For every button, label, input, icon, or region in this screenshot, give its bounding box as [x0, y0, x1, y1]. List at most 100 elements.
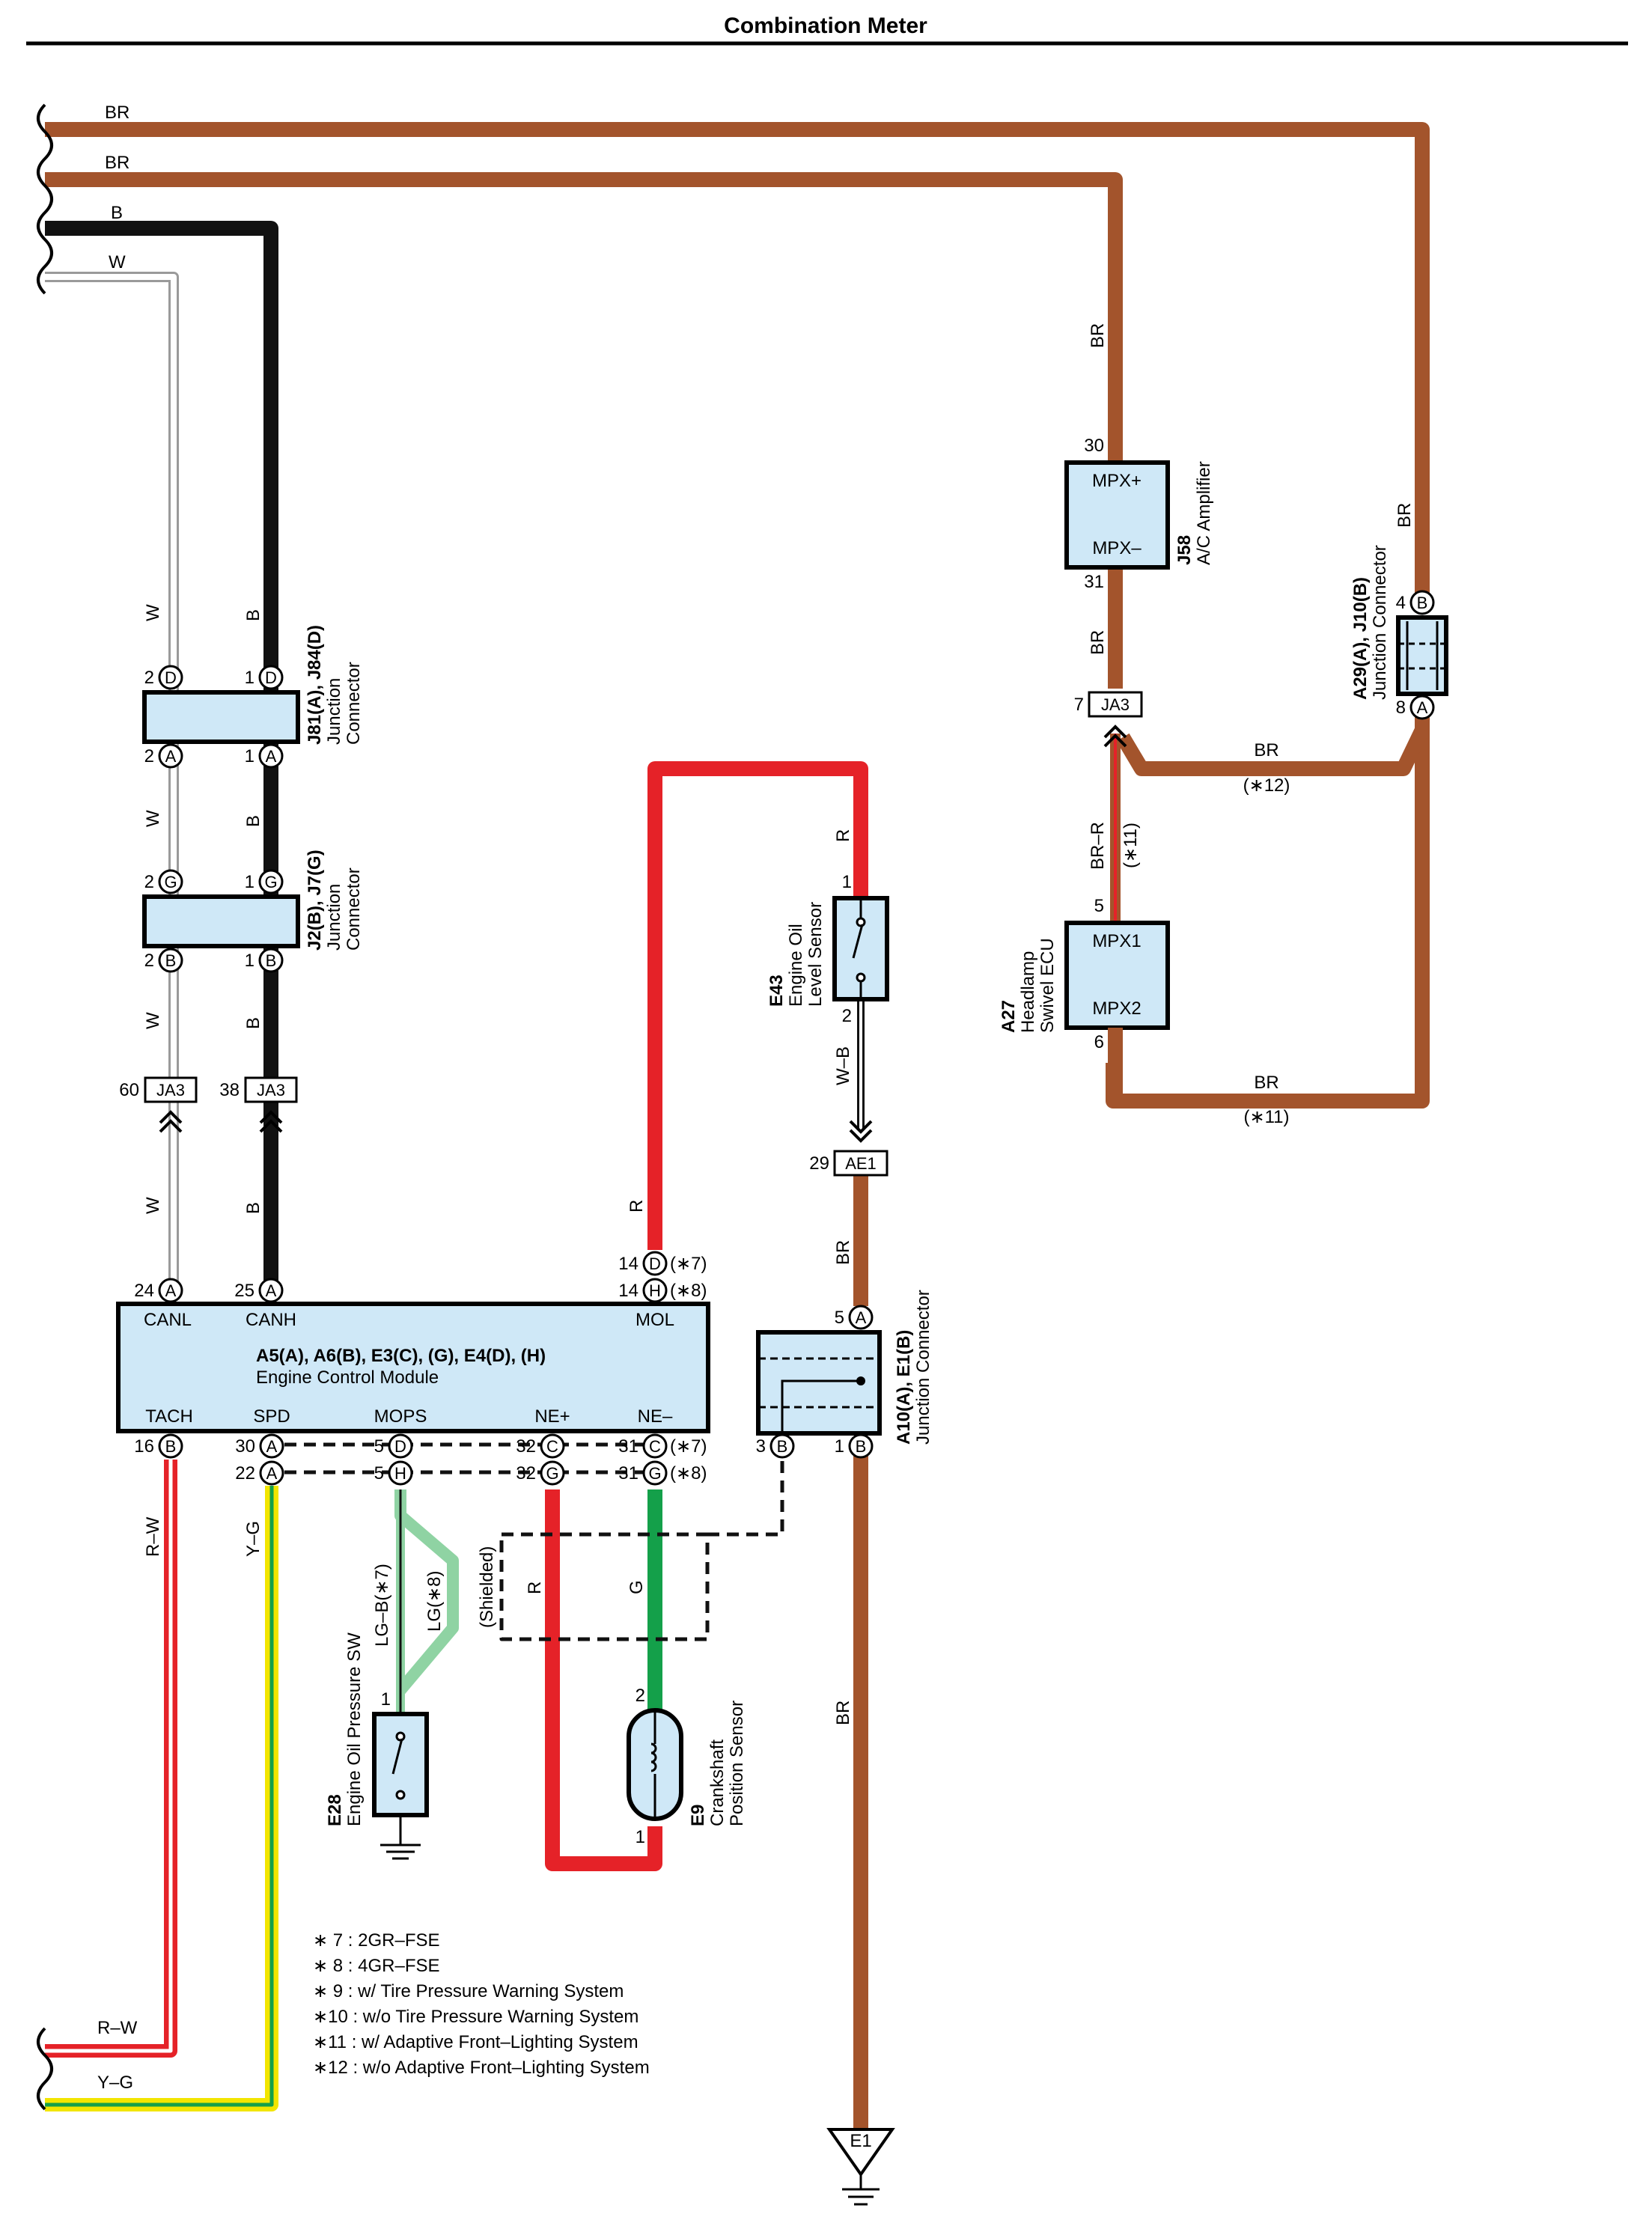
a27-mpx1: MPX1: [1092, 931, 1141, 951]
j58-name: A/C Amplifier: [1194, 461, 1214, 565]
ae1-text: AE1: [845, 1154, 877, 1173]
a29-code: A29(A), J10(B): [1350, 577, 1371, 700]
ja3-right-pin: 38: [219, 1080, 240, 1100]
a27-name2: Swivel ECU: [1037, 938, 1058, 1033]
pin-j2-2g-circle: [158, 869, 183, 894]
wire-b: [45, 221, 278, 1287]
wire-br-top: [45, 122, 1430, 603]
pin-ecm-mol-7: D14(∗7): [618, 1251, 707, 1276]
pin-a10-1b-number: 1: [835, 1436, 844, 1457]
chevron-marks: [159, 725, 1127, 1143]
a29-caption: A29(A), J10(B) Junction Connector: [1350, 545, 1390, 700]
j81-connector: [142, 690, 300, 744]
pin-j2-2b: B2: [144, 948, 183, 973]
e43-pin-top: 1: [842, 872, 852, 892]
pin-ecm-mol-8-number: 14: [618, 1281, 638, 1301]
pin-a10-1b-letter: B: [856, 1437, 867, 1456]
pin-j81-1d-circle: [258, 665, 284, 690]
pin-ecm-spd-7: A30: [235, 1433, 284, 1459]
pin-j2-2g-number: 2: [144, 872, 154, 892]
pin-a10-5a-letter: A: [856, 1308, 867, 1327]
ecm-name: Engine Control Module: [256, 1367, 439, 1388]
e28-name: Engine Oil Pressure SW: [344, 1632, 365, 1826]
label-g-crank: G: [627, 1580, 647, 1594]
j2-caption: J2(B), J7(G) Junction Connector: [305, 850, 364, 951]
e43-caption: E43 Engine Oil Level Sensor: [766, 902, 826, 1007]
e28-pin-top: 1: [381, 1689, 391, 1710]
a10-code: A10(A), E1(B): [894, 1330, 914, 1445]
wire-rw-stripe: [45, 1460, 173, 2053]
j2-code: J2(B), J7(G): [305, 850, 325, 951]
j58-code: J58: [1174, 535, 1195, 565]
pin-ecm-canl-number: 24: [134, 1281, 154, 1301]
pin-ecm-spd-7-number: 30: [235, 1436, 255, 1457]
label-br-r: BR–R: [1088, 822, 1108, 870]
pin-j2-1g: G1: [245, 869, 284, 894]
label-shielded: (Shielded): [477, 1546, 497, 1628]
pin-ecm-spd-8-number: 22: [235, 1463, 255, 1483]
pin-ecm-spd-8-letter: A: [266, 1464, 278, 1483]
label-r-mol: R: [627, 1200, 647, 1213]
shield-drain: [707, 1460, 784, 1537]
pin-ecm-mol-8-letter: H: [649, 1281, 661, 1300]
note-12: ∗12 : w/o Adaptive Front–Lighting System: [313, 2058, 650, 2078]
wire-r-mol: [647, 761, 868, 1250]
ecm-box: [116, 1302, 710, 1433]
page-title: Combination Meter: [724, 13, 927, 38]
pin-a10-3b-letter: B: [777, 1437, 788, 1456]
pin-ecm-nem-7: C31(∗7): [618, 1433, 707, 1459]
pin-a10-3b-number: 3: [756, 1436, 766, 1457]
pin-ecm-spd-8: A 22: [235, 1460, 284, 1486]
pin-ecm-nep-8: G32: [516, 1460, 565, 1486]
pin-ecm-canh-number: 25: [234, 1281, 254, 1301]
label-rw-bottom: R–W: [97, 2018, 138, 2038]
pin-j2-2b-circle: [158, 948, 183, 973]
label-wb: W–B: [833, 1046, 853, 1085]
label-rw-vert: R–W: [143, 1516, 163, 1557]
pin-ecm-mops-7-circle: [388, 1433, 413, 1459]
pin-ecm-mops-8-number: 5: [374, 1463, 384, 1483]
pin-ecm-nem-8-letter: G: [648, 1464, 661, 1483]
j58-caption: J58 A/C Amplifier: [1174, 461, 1214, 565]
label-r-sensor: R: [833, 829, 853, 842]
e9-pin-top: 2: [635, 1686, 645, 1706]
pin-j2-2b-letter: B: [165, 951, 177, 970]
pin-j2-1b-number: 1: [245, 951, 254, 971]
wire-yg: [45, 1486, 278, 2111]
label-lg8: LG(∗8): [424, 1571, 445, 1632]
wire-w-inner: [45, 274, 177, 1287]
note-7: ∗ 7 : 2GR–FSE: [313, 1930, 440, 1951]
pin-ecm-mops-7: D5: [374, 1433, 413, 1459]
label-br-11: BR: [1254, 1073, 1278, 1093]
pin-a10-1b-circle: [848, 1433, 874, 1459]
pin-ecm-canl: A24: [134, 1278, 183, 1303]
pin-j2-2g: G2: [144, 869, 183, 894]
label-b-1: B: [243, 609, 263, 621]
e43-pin-bot: 2: [842, 1006, 852, 1026]
wire-r-crank: [545, 1489, 662, 1871]
pin-a10-1b: B1: [835, 1433, 874, 1459]
label-br-second: BR: [105, 153, 129, 173]
a27-code: A27: [999, 1000, 1019, 1033]
j58-pin-top: 30: [1084, 436, 1104, 456]
pin-ecm-nem-7-letter: C: [649, 1437, 661, 1456]
ja3-left-tag: [144, 1076, 198, 1103]
pin-ecm-canh-letter: A: [266, 1281, 277, 1300]
label-w-left: W: [109, 252, 126, 272]
ecm-nep: NE+: [534, 1406, 570, 1427]
pin-a10-3b: B3: [756, 1433, 795, 1459]
label-br-12: BR: [1254, 740, 1278, 760]
pin-ecm-mops-8-circle: [388, 1460, 413, 1486]
pin-ecm-spd-7-circle: [259, 1433, 284, 1459]
label-b-4: B: [243, 1202, 263, 1214]
label-yg-bottom: Y–G: [97, 2073, 133, 2093]
pin-ecm-mops-7-number: 5: [374, 1436, 384, 1457]
pin-ecm-nep-7: C32: [516, 1433, 565, 1459]
pin-ecm-nem-8-number: 31: [618, 1463, 638, 1483]
ja3-right-tag: [244, 1076, 298, 1103]
e43-name1: Engine Oil: [786, 924, 806, 1007]
pin-ecm-nep-8-letter: G: [546, 1464, 558, 1483]
j81-caption: J81(A), J84(D) Junction Connector: [305, 625, 364, 745]
j58-pin-bot: 31: [1084, 572, 1104, 592]
pin-ecm-mops-8-letter: H: [394, 1464, 406, 1483]
